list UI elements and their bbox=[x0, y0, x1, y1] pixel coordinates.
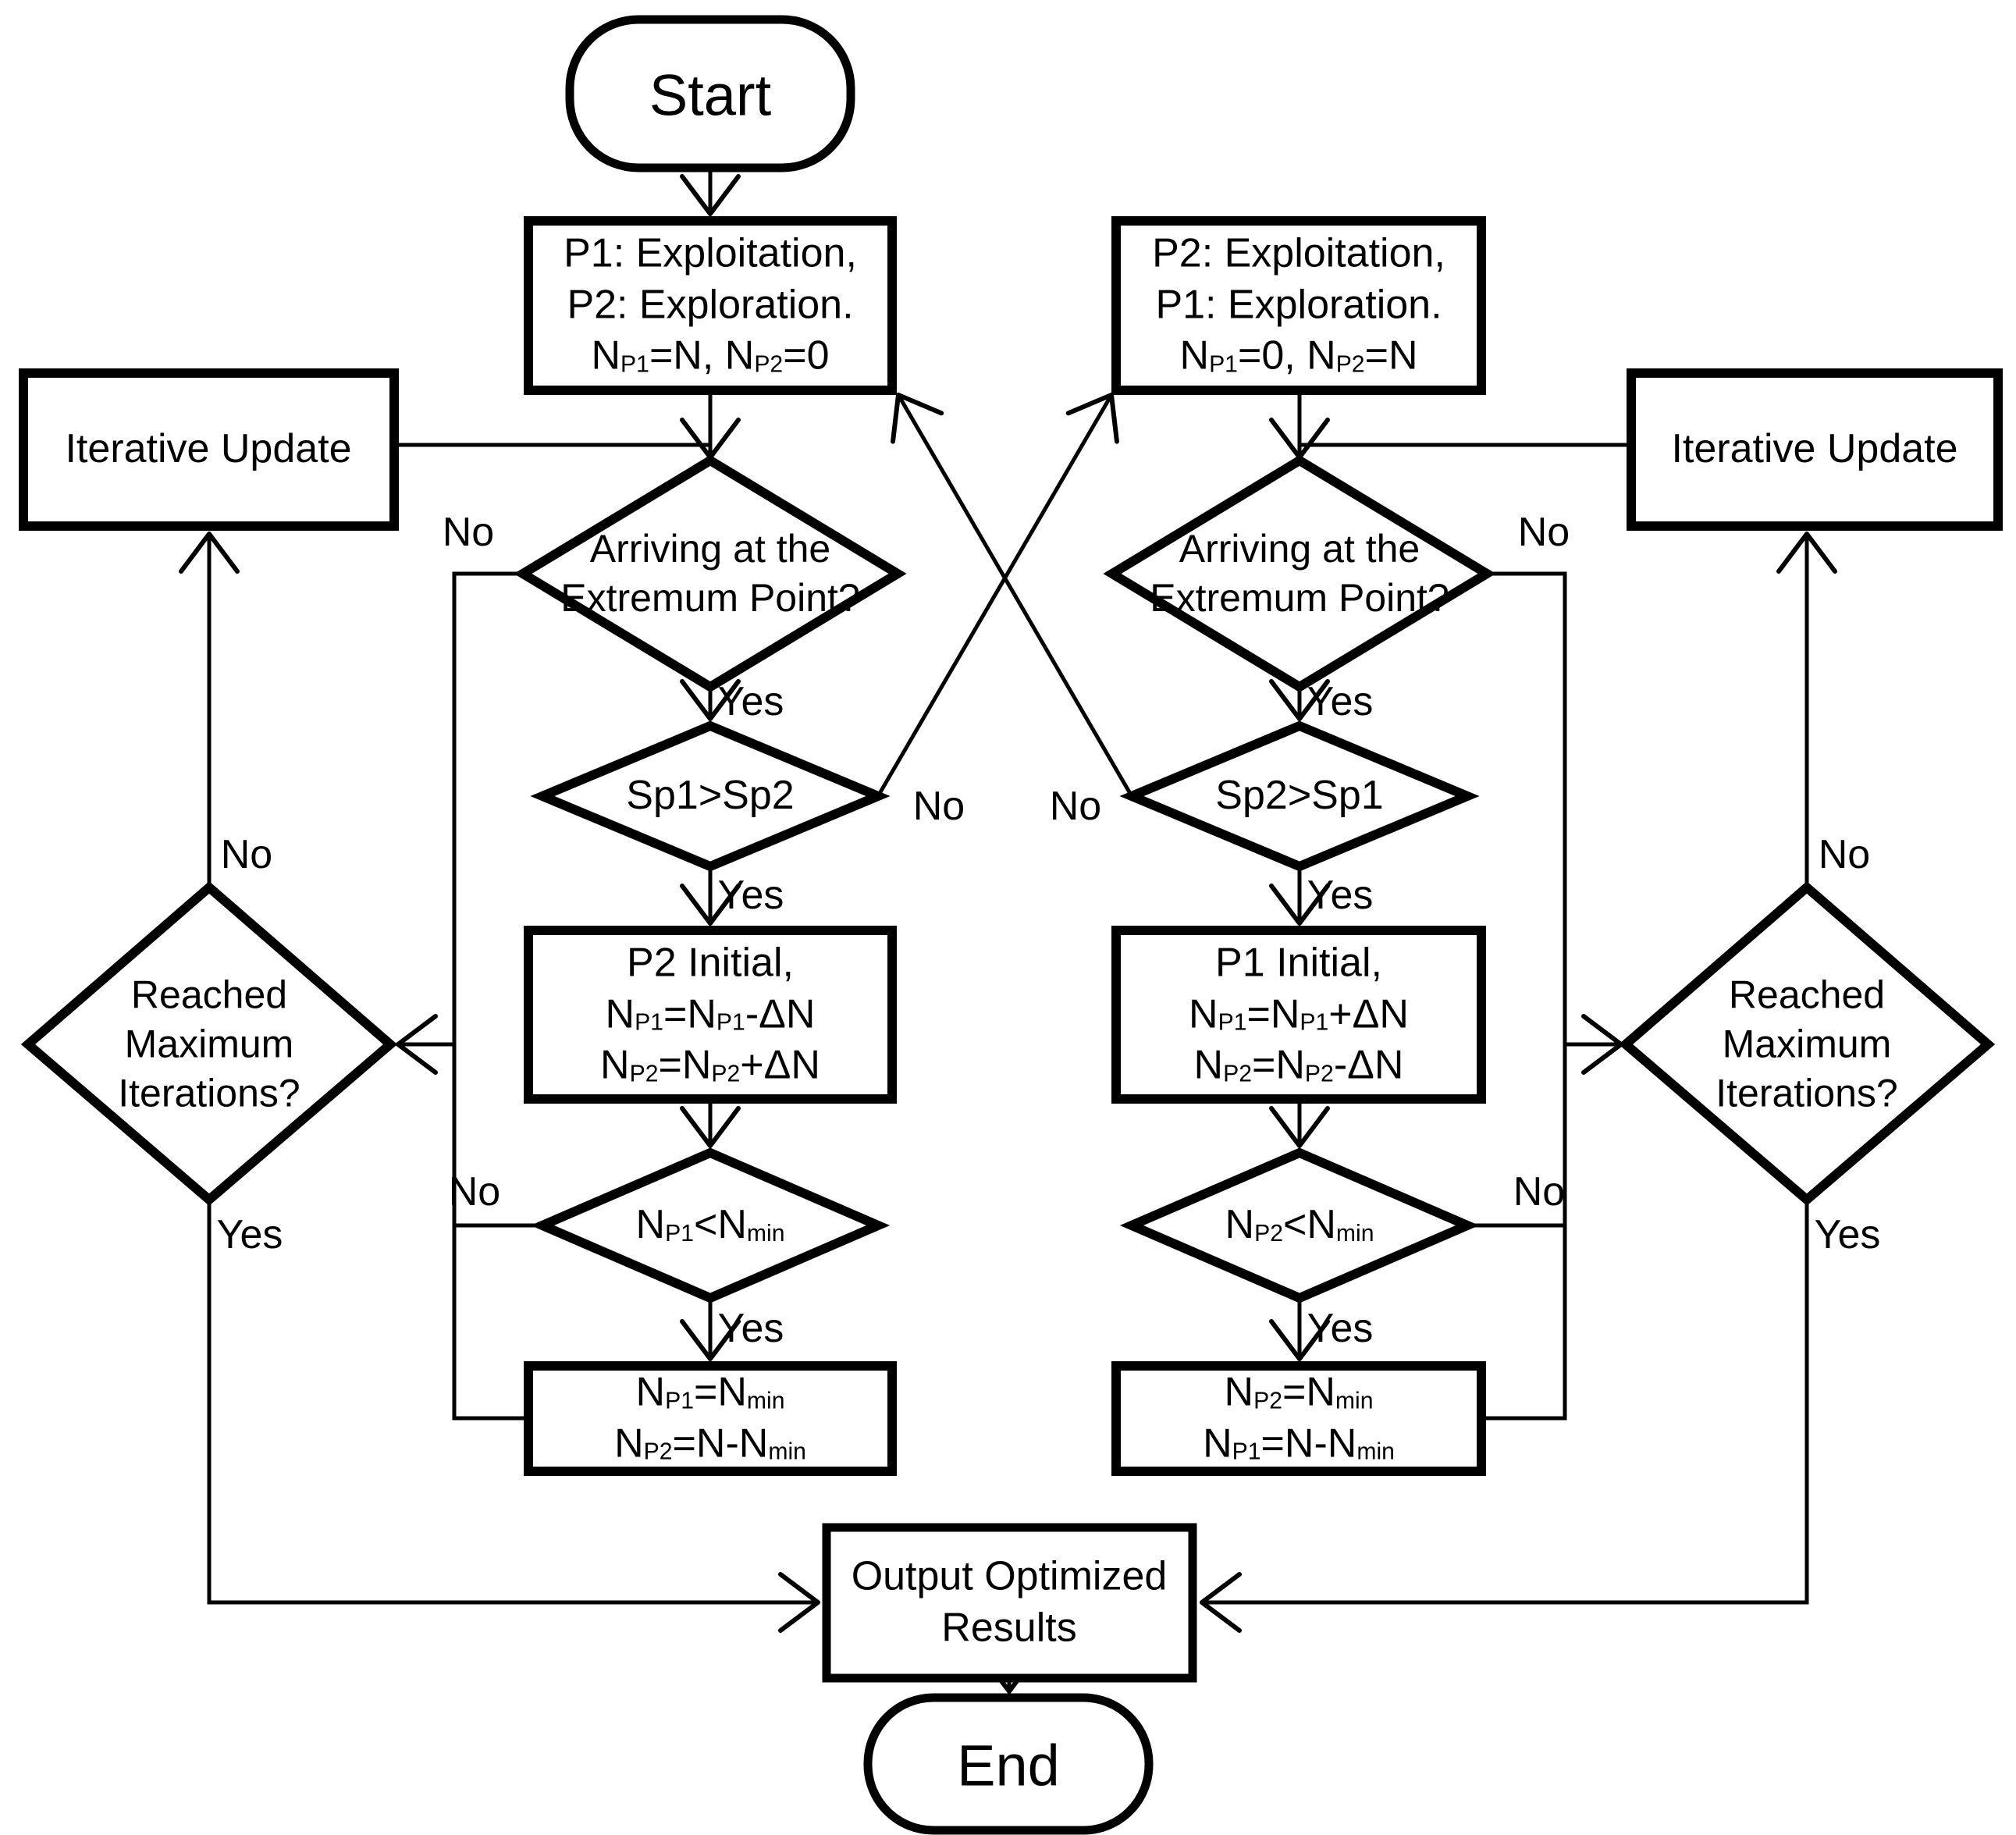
extremum-left-diamond bbox=[514, 454, 907, 693]
reached-left-line: Reached bbox=[130, 973, 288, 1017]
nmin-set-left-line: NP1=Nmin bbox=[635, 1369, 785, 1415]
p2-initial-box bbox=[524, 926, 897, 1104]
reached-left-diamond bbox=[20, 881, 398, 1206]
sp-compare-right-label: Sp2>Sp1 bbox=[1215, 773, 1384, 819]
extremum-right-label: Arriving at the Extremum Point? bbox=[1150, 525, 1449, 623]
extremum-right-diamond bbox=[1103, 454, 1496, 693]
extremum-left-no-label: No bbox=[442, 510, 495, 556]
sp-right-no-label: No bbox=[1049, 784, 1102, 830]
start-terminator bbox=[565, 15, 855, 172]
reached-left-label: Reached Maximum Iterations? bbox=[118, 971, 300, 1118]
iterative-update-left-label: Iterative Update bbox=[65, 426, 352, 472]
iterative-update-right-label: Iterative Update bbox=[1671, 426, 1958, 472]
edge-reached-right-yes bbox=[1200, 1200, 1809, 1633]
p2-initial-line: NP2=NP2+ΔN bbox=[600, 1042, 820, 1088]
extremum-left-label: Arriving at the Extremum Point? bbox=[560, 525, 859, 623]
edge-sp-right-no-diagonal bbox=[891, 393, 1134, 798]
nmin-set-right-line: NP1=N-Nmin bbox=[1203, 1421, 1395, 1466]
extremum-left-line: Arriving at the bbox=[589, 527, 831, 571]
end-label: End bbox=[957, 1733, 1060, 1798]
nmin-set-left-label: NP1=Nmin NP2=N-Nmin bbox=[614, 1367, 806, 1469]
reached-left-no-label: No bbox=[220, 832, 273, 878]
nmin-check-right-diamond bbox=[1119, 1147, 1480, 1303]
reached-left-line: Iterations? bbox=[118, 1071, 300, 1115]
edge-no-collector-right bbox=[1486, 571, 1567, 1421]
p1-setup-label: P1: Exploitation, P2: Exploration. NP1=N… bbox=[564, 229, 857, 382]
start-label: Start bbox=[649, 62, 772, 128]
p2-setup-line: NP1=0, NP2=N bbox=[1179, 333, 1418, 379]
extremum-right-line: Arriving at the bbox=[1179, 527, 1420, 571]
p2-setup-line: P2: Exploitation, bbox=[1152, 230, 1445, 276]
reached-right-label: Reached Maximum Iterations? bbox=[1716, 971, 1897, 1118]
p2-initial-line: NP1=NP1-ΔN bbox=[605, 991, 816, 1037]
edge-reached-left-yes bbox=[207, 1200, 820, 1633]
p1-initial-label: P1 Initial, NP1=NP1+ΔN NP2=NP2-ΔN bbox=[1189, 938, 1409, 1092]
sp-left-no-label: No bbox=[912, 784, 965, 830]
sp-compare-left-diamond bbox=[530, 720, 891, 872]
output-box bbox=[822, 1523, 1197, 1683]
edge-no-collector-left bbox=[452, 571, 524, 1421]
nmin-check-left-label: NP1<Nmin bbox=[635, 1202, 785, 1248]
p2-setup-line: P1: Exploration. bbox=[1155, 282, 1442, 328]
p1-initial-line: NP2=NP2-ΔN bbox=[1193, 1042, 1404, 1088]
p2-initial-label: P2 Initial, NP1=NP1-ΔN NP2=NP2+ΔN bbox=[600, 938, 820, 1092]
p1-setup-line: NP1=N, NP2=0 bbox=[591, 333, 830, 379]
nmin-set-right-line: NP2=Nmin bbox=[1224, 1369, 1374, 1415]
reached-right-yes-label: Yes bbox=[1814, 1212, 1881, 1258]
output-label: Output Optimized Results bbox=[852, 1551, 1168, 1653]
output-line: Output Optimized bbox=[851, 1553, 1168, 1599]
output-line: Results bbox=[941, 1605, 1077, 1650]
nmin-set-left-box bbox=[524, 1361, 897, 1476]
nmin-set-left-line: NP2=N-Nmin bbox=[614, 1421, 806, 1466]
nmin-set-right-label: NP2=Nmin NP1=N-Nmin bbox=[1203, 1367, 1395, 1469]
p1-setup-line: P1: Exploitation, bbox=[564, 230, 857, 276]
reached-right-diamond bbox=[1618, 881, 1996, 1206]
nmin-right-no-label: No bbox=[1513, 1169, 1566, 1215]
iterative-update-left-box bbox=[19, 368, 399, 531]
nmin-right-yes-label: Yes bbox=[1307, 1306, 1374, 1352]
nmin-left-yes-label: Yes bbox=[717, 1306, 784, 1352]
p1-setup-box bbox=[524, 216, 897, 395]
sp-compare-left-label: Sp1>Sp2 bbox=[626, 773, 795, 819]
sp-compare-right-diamond bbox=[1119, 720, 1480, 872]
sp-right-yes-label: Yes bbox=[1307, 873, 1374, 919]
reached-right-line: Reached bbox=[1728, 973, 1886, 1017]
sp-left-yes-label: Yes bbox=[717, 873, 784, 919]
reached-left-line: Maximum bbox=[124, 1022, 294, 1066]
reached-right-no-label: No bbox=[1818, 832, 1871, 878]
p1-initial-line: NP1=NP1+ΔN bbox=[1189, 991, 1409, 1037]
reached-right-line: Iterations? bbox=[1716, 1071, 1898, 1115]
reached-left-yes-label: Yes bbox=[216, 1212, 283, 1258]
extremum-right-line: Extremum Point? bbox=[1150, 576, 1449, 620]
p2-setup-label: P2: Exploitation, P1: Exploration. NP1=0… bbox=[1152, 229, 1445, 382]
nmin-check-left-diamond bbox=[530, 1147, 891, 1303]
end-terminator bbox=[863, 1693, 1154, 1835]
p2-initial-line: P2 Initial, bbox=[627, 940, 794, 986]
reached-right-line: Maximum bbox=[1722, 1022, 1892, 1066]
iterative-update-right-box bbox=[1627, 368, 2003, 531]
p1-initial-box bbox=[1111, 926, 1486, 1104]
p1-setup-line: P2: Exploration. bbox=[567, 282, 854, 328]
extremum-left-yes-label: Yes bbox=[717, 679, 784, 725]
p2-setup-box bbox=[1111, 216, 1486, 395]
nmin-set-right-box bbox=[1111, 1361, 1486, 1476]
nmin-check-right-label: NP2<Nmin bbox=[1225, 1202, 1374, 1248]
extremum-right-no-label: No bbox=[1517, 510, 1570, 556]
nmin-left-no-label: No bbox=[448, 1169, 501, 1215]
extremum-left-line: Extremum Point? bbox=[560, 576, 860, 620]
edge-sp-left-no-diagonal bbox=[876, 393, 1119, 798]
extremum-right-yes-label: Yes bbox=[1307, 679, 1374, 725]
p1-initial-line: P1 Initial, bbox=[1215, 940, 1382, 986]
